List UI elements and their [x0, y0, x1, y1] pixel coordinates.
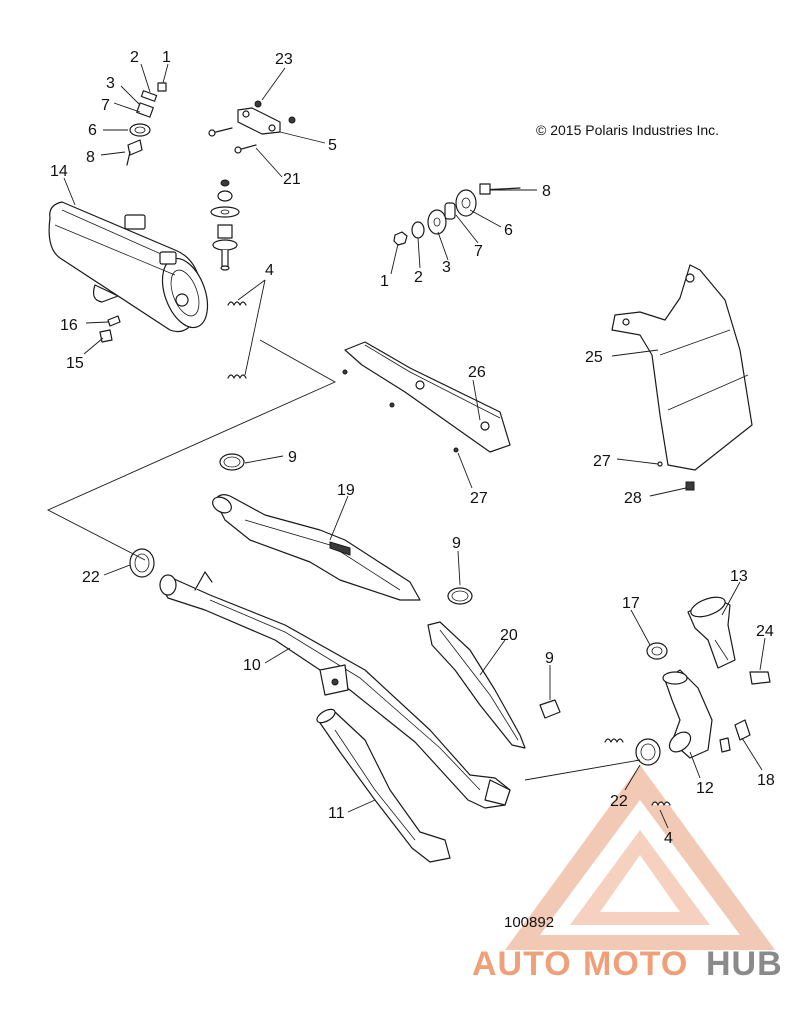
callout-24: 24	[756, 623, 774, 640]
callout-3-upper-left: 3	[106, 75, 115, 92]
callout-8-upper-left: 8	[86, 149, 95, 166]
callout-7-upper-left: 7	[101, 97, 110, 114]
pipe-19	[212, 494, 421, 601]
callout-21: 21	[283, 171, 301, 188]
leader-lines	[46, 63, 766, 829]
watermark-logo	[505, 765, 775, 950]
callout-5: 5	[328, 137, 337, 154]
spring-lower	[227, 374, 247, 379]
callout-16: 16	[60, 317, 78, 334]
elbow-pipe-12	[662, 669, 713, 759]
callout-14: 14	[50, 163, 68, 180]
callout-13: 13	[730, 568, 748, 585]
callout-2-upper-left: 2	[130, 49, 139, 66]
callout-9-right: 9	[545, 650, 554, 667]
diagram-reference-number: 100892	[504, 914, 554, 931]
callout-18: 18	[757, 772, 775, 789]
callout-25: 25	[585, 349, 603, 366]
callout-6-upper-left: 6	[88, 122, 97, 139]
head-pipe-10	[159, 571, 511, 809]
callout-12: 12	[696, 780, 714, 797]
screw-15	[99, 329, 113, 343]
watermark-text-hub: HUB	[706, 945, 783, 983]
callout-27-right: 27	[593, 453, 611, 470]
clip-16	[107, 315, 121, 327]
flange-pipe-13	[687, 596, 736, 669]
callout-10: 10	[243, 657, 261, 674]
callout-3-right: 3	[442, 259, 451, 276]
spring-upper	[227, 301, 247, 306]
pipe-11	[316, 708, 451, 863]
callout-22-right: 22	[610, 793, 628, 810]
clamp-9-right	[539, 699, 561, 719]
callout-labels: 1 2 3 7 6 8 23 5 21 14 4 16 15 8 6 7 3 2…	[50, 49, 775, 847]
callout-4-left: 4	[265, 262, 274, 279]
callout-4-right: 4	[664, 830, 673, 847]
heat-shield-25	[611, 264, 753, 491]
muffler	[48, 201, 209, 333]
watermark-text-auto: AUTO	[472, 945, 572, 983]
gasket-22-left	[129, 548, 155, 578]
callout-6-right: 6	[504, 222, 513, 239]
callout-20: 20	[500, 627, 518, 644]
gasket-22-right	[635, 738, 661, 766]
callout-22-left: 22	[82, 569, 100, 586]
callout-26: 26	[468, 364, 486, 381]
heat-shield-20	[427, 621, 526, 749]
sensor-18	[719, 719, 751, 753]
clamp-9-middle	[447, 587, 473, 605]
rubber-isolator-stack	[210, 179, 240, 271]
callout-8-right: 8	[542, 183, 551, 200]
heat-shield-26	[342, 341, 511, 453]
callout-2-right: 2	[414, 269, 423, 286]
callout-28: 28	[624, 490, 642, 507]
gasket-17	[646, 642, 668, 660]
callout-19: 19	[337, 482, 355, 499]
spring-right	[651, 801, 671, 806]
callout-9-middle: 9	[452, 535, 461, 552]
muffler-bracket	[208, 100, 296, 154]
mount-hardware-stack-right	[393, 183, 521, 246]
callout-11: 11	[328, 805, 345, 822]
mount-hardware-stack-left	[126, 82, 167, 166]
copyright-text: © 2015 Polaris Industries Inc.	[536, 122, 719, 138]
callout-23: 23	[275, 51, 293, 68]
callout-1-right: 1	[380, 273, 389, 290]
callout-15: 15	[66, 355, 84, 372]
clamp-9-upper	[219, 453, 245, 471]
callout-1-upper-left: 1	[162, 49, 171, 66]
part-24	[749, 671, 771, 685]
spring-middle	[604, 738, 624, 743]
watermark-text-moto: MOTO	[583, 945, 688, 983]
callout-7-right: 7	[474, 243, 483, 260]
callout-17: 17	[622, 595, 640, 612]
callout-27-lower: 27	[470, 490, 488, 507]
callout-9-upper: 9	[288, 449, 297, 466]
